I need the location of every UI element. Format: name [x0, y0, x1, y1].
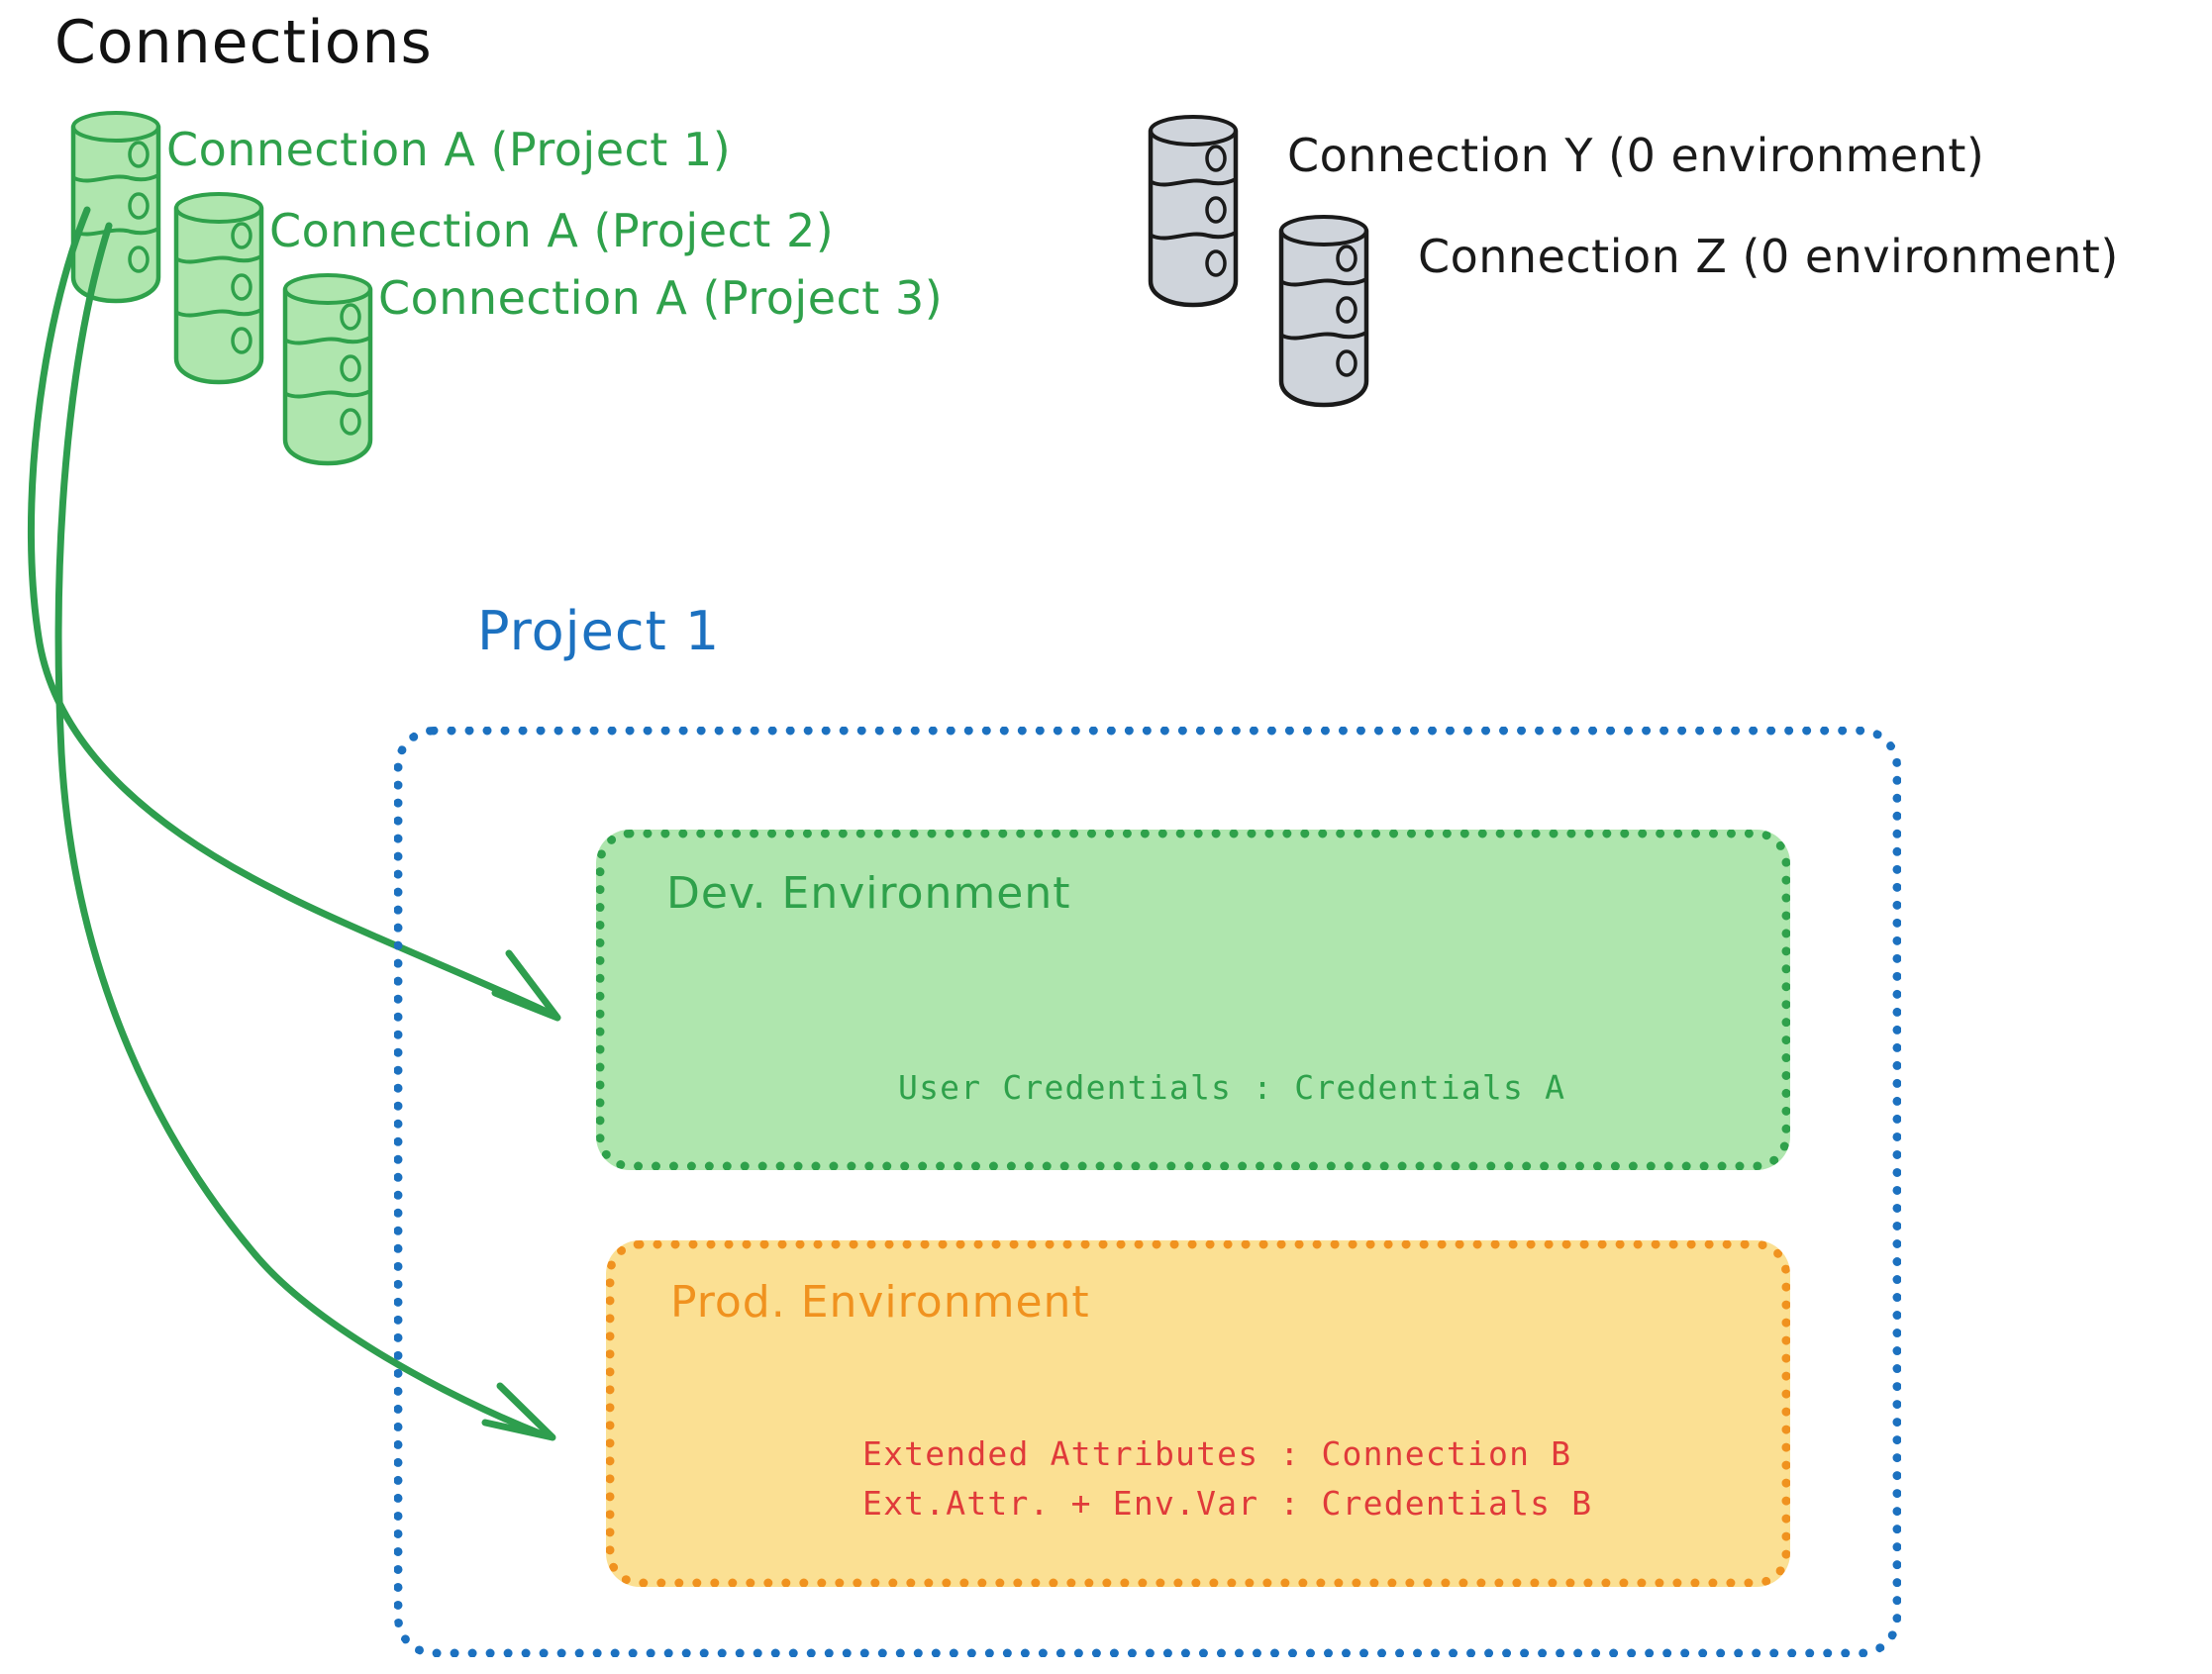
- connection-label-a-project-2: Connection A (Project 2): [269, 204, 835, 257]
- project-title: Project 1: [477, 600, 721, 662]
- prod-environment-detail-extended-attributes: Extended Attributes : Connection B: [862, 1434, 1572, 1473]
- connection-label-a-project-3: Connection A (Project 3): [378, 271, 944, 325]
- dev-environment-detail-user-credentials: User Credentials : Credentials A: [898, 1068, 1566, 1107]
- page-title: Connections: [54, 8, 433, 77]
- prod-environment-title: Prod. Environment: [670, 1277, 1090, 1328]
- database-icon-connection-a-project-2: [173, 192, 264, 385]
- connection-label-a-project-1: Connection A (Project 1): [166, 123, 732, 176]
- project-container: [394, 727, 1901, 1657]
- connection-label-z: Connection Z (0 environment): [1418, 230, 2119, 283]
- database-icon-connection-z: [1278, 215, 1369, 408]
- prod-environment-detail-ext-attr-env-var: Ext.Attr. + Env.Var : Credentials B: [862, 1484, 1593, 1523]
- database-icon-connection-y: [1148, 115, 1239, 308]
- dev-environment-box: Dev. Environment User Credentials : Cred…: [596, 830, 1790, 1170]
- prod-environment-box: Prod. Environment Extended Attributes : …: [606, 1240, 1790, 1587]
- dev-environment-title: Dev. Environment: [666, 868, 1071, 919]
- connection-label-y: Connection Y (0 environment): [1287, 129, 1985, 182]
- database-icon-connection-a-project-1: [70, 111, 161, 304]
- database-icon-connection-a-project-3: [282, 273, 373, 466]
